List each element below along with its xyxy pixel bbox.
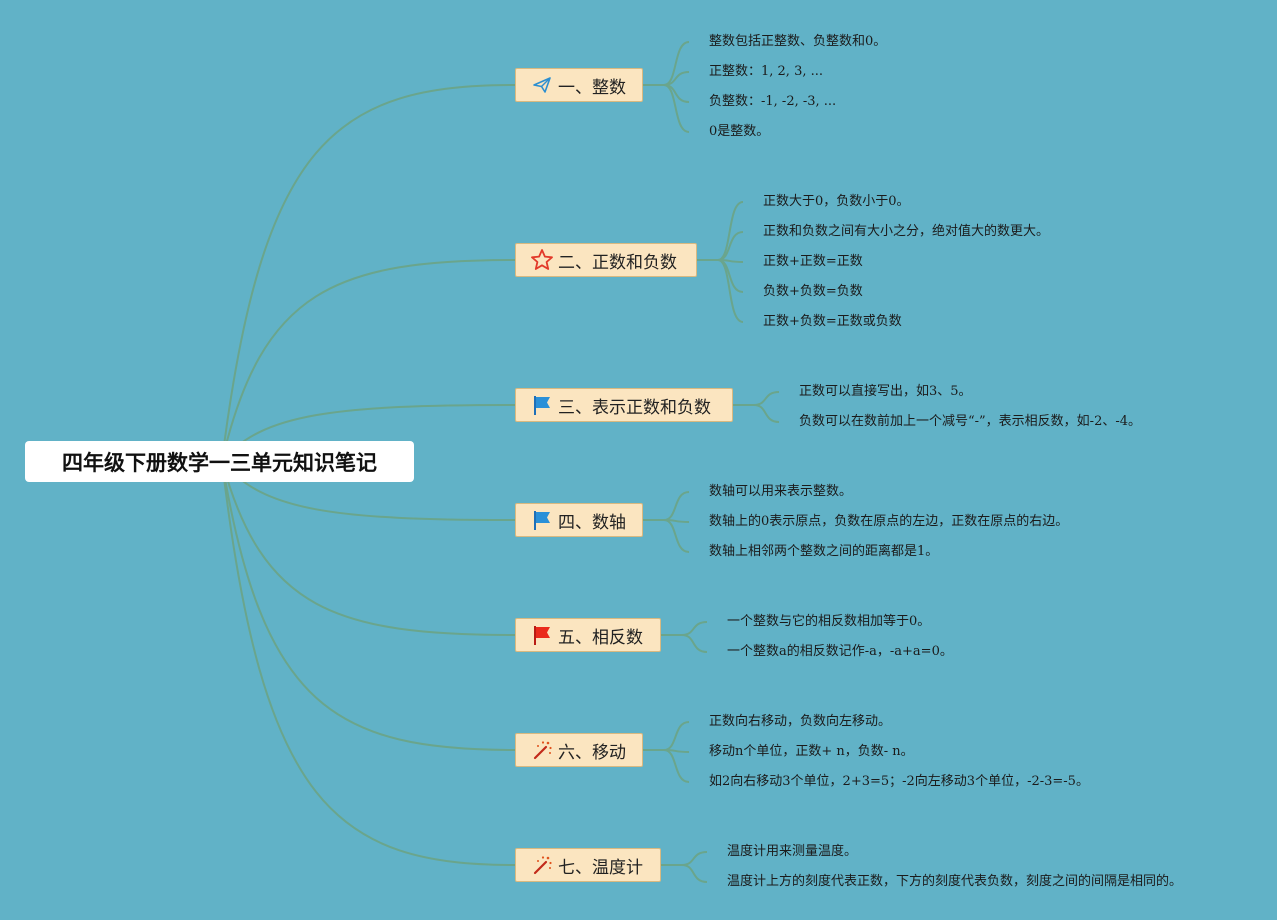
note-text[interactable]: 数轴可以用来表示整数。: [709, 484, 853, 499]
note-connector: [663, 84, 690, 133]
note-connector: [663, 41, 690, 86]
paper-plane-icon: [530, 73, 554, 97]
note-text[interactable]: 正数大于0，负数小于0。: [763, 194, 910, 209]
note-text[interactable]: 负数可以在数前加上一个减号“-”，表示相反数，如-2、-4。: [799, 414, 1142, 429]
note-text[interactable]: 负数+负数=负数: [763, 284, 863, 299]
note-text[interactable]: 正数+正数=正数: [763, 254, 863, 269]
topic-label: 六、移动: [558, 742, 626, 763]
branch-connector-6: [221, 460, 516, 751]
note-connector: [681, 634, 708, 653]
branch-connector-2: [221, 259, 516, 462]
red-flag-icon: [530, 623, 554, 647]
note-text[interactable]: 正整数：1, 2, 3, ...: [709, 64, 824, 79]
note-text[interactable]: 数轴上相邻两个整数之间的距离都是1。: [709, 544, 939, 559]
topic-7[interactable]: 七、温度计: [515, 848, 661, 882]
note-connector: [717, 201, 744, 261]
note-text[interactable]: 0是整数。: [709, 124, 770, 139]
note-connector: [663, 71, 690, 86]
topic-1[interactable]: 一、整数: [515, 68, 643, 102]
note-text[interactable]: 温度计上方的刻度代表正数，下方的刻度代表负数，刻度之间的间隔是相同的。: [727, 874, 1183, 889]
topic-3[interactable]: 三、表示正数和负数: [515, 388, 733, 422]
note-connector: [663, 721, 690, 751]
topic-label: 五、相反数: [558, 627, 643, 648]
note-connector: [717, 259, 744, 263]
note-text[interactable]: 一个整数与它的相反数相加等于0。: [727, 614, 931, 629]
topic-6[interactable]: 六、移动: [515, 733, 643, 767]
topic-2[interactable]: 二、正数和负数: [515, 243, 697, 277]
note-text[interactable]: 一个整数a的相反数记作-a，-a+a=0。: [727, 644, 953, 659]
note-connector: [681, 621, 708, 636]
note-connector: [753, 404, 780, 423]
note-text[interactable]: 数轴上的0表示原点，负数在原点的左边，正数在原点的右边。: [709, 514, 1069, 529]
note-connector: [663, 519, 690, 553]
blue-flag-icon: [530, 508, 554, 532]
topic-5[interactable]: 五、相反数: [515, 618, 661, 652]
note-text[interactable]: 正数和负数之间有大小之分，绝对值大的数更大。: [763, 224, 1050, 239]
note-connector: [753, 391, 780, 406]
branch-connector-7: [221, 460, 516, 866]
note-connector: [681, 864, 708, 883]
topic-4[interactable]: 四、数轴: [515, 503, 643, 537]
note-connector: [717, 259, 744, 293]
note-text[interactable]: 整数包括正整数、负整数和0。: [709, 34, 887, 49]
magic-wand-icon: [530, 853, 554, 877]
note-connector: [663, 749, 690, 753]
root-topic[interactable]: 四年级下册数学一三单元知识笔记: [25, 441, 414, 482]
note-connector: [663, 749, 690, 783]
star-icon: [530, 248, 554, 272]
blue-flag-icon: [530, 393, 554, 417]
note-connector: [663, 84, 690, 103]
note-connector: [663, 491, 690, 521]
note-text[interactable]: 温度计用来测量温度。: [727, 844, 858, 859]
note-text[interactable]: 正数可以直接写出，如3、5。: [799, 384, 972, 399]
note-text[interactable]: 正数向右移动，负数向左移动。: [709, 714, 892, 729]
topic-label: 七、温度计: [558, 857, 643, 878]
note-text[interactable]: 如2向右移动3个单位，2+3=5；-2向左移动3个单位，-2-3=-5。: [709, 774, 1089, 789]
note-text[interactable]: 移动n个单位，正数+ n，负数- n。: [709, 744, 914, 759]
branch-connector-1: [221, 84, 516, 462]
note-connector: [681, 851, 708, 866]
note-connector: [663, 519, 690, 523]
magic-wand-icon: [530, 738, 554, 762]
branch-connector-5: [221, 460, 516, 636]
note-connector: [717, 231, 744, 261]
topic-label: 四、数轴: [558, 512, 626, 533]
topic-label: 二、正数和负数: [558, 252, 677, 273]
root-title: 四年级下册数学一三单元知识笔记: [62, 450, 377, 475]
note-text[interactable]: 负整数：-1, -2, -3, ...: [709, 94, 837, 109]
note-connector: [717, 259, 744, 323]
note-text[interactable]: 正数+负数=正数或负数: [763, 314, 902, 329]
topic-label: 三、表示正数和负数: [558, 397, 711, 418]
topic-label: 一、整数: [558, 77, 626, 98]
